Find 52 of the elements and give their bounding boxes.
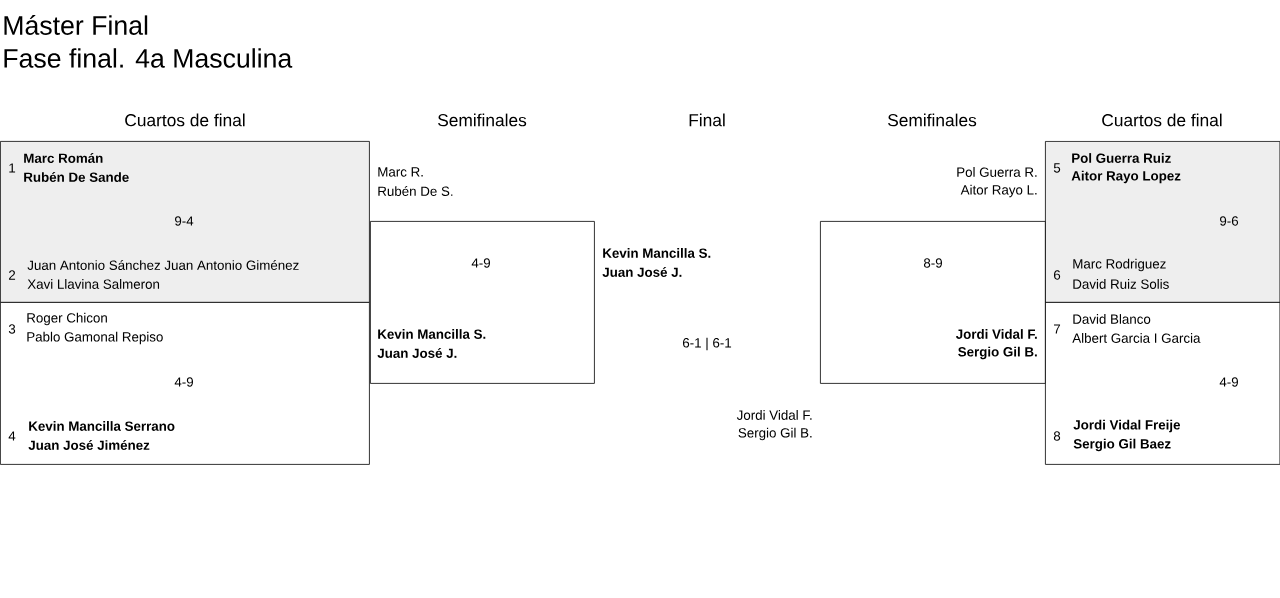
- seed-number: 1: [9, 163, 16, 173]
- player-name: Albert Garcia I Garcia: [1072, 333, 1201, 343]
- player-name: David Ruiz Solis: [1073, 279, 1169, 289]
- seed-number: 4: [8, 431, 16, 441]
- match-box: [820, 167, 1046, 384]
- player-name: Juan José Jiménez: [28, 440, 150, 450]
- player-name: Xavi Llavina Salmeron: [27, 279, 160, 289]
- match-score: 9-4: [175, 216, 194, 226]
- player-name: Marc R.: [378, 167, 423, 177]
- player-name: Roger Chicon: [27, 312, 107, 326]
- player-name: Sergio Gil B.: [958, 346, 1037, 360]
- player-name: Aitor Rayo Lopez: [1071, 170, 1181, 184]
- match-score: 6-1 | 6-1: [682, 337, 732, 351]
- match-box: [1045, 141, 1280, 303]
- seed-number: 8: [1053, 431, 1061, 441]
- player-name: Kevin Mancilla S.: [378, 329, 486, 339]
- round-heading: Semifinales: [888, 113, 977, 127]
- match-score: 4-9: [174, 377, 194, 387]
- title: Máster Final: [4, 15, 148, 35]
- match-box: [0, 302, 370, 465]
- round-heading: Final: [689, 113, 725, 127]
- match-score: 8-9: [923, 258, 942, 268]
- player-name: Marc Rodriguez: [1073, 258, 1166, 272]
- player-name: Jordi Vidal Freije: [1073, 419, 1180, 433]
- match-score: 4-9: [1219, 377, 1238, 387]
- player-name: Rubén De Sande: [24, 172, 129, 182]
- player-name: David Blanco: [1073, 314, 1151, 324]
- player-name: Rubén De S.: [378, 186, 453, 196]
- match-score: 9-6: [1220, 216, 1239, 226]
- seed-number: 3: [8, 324, 16, 334]
- match-box: [0, 141, 370, 303]
- player-name: Sergio Gil B.: [738, 427, 812, 441]
- player-name: Marc Román: [24, 153, 103, 163]
- match-box: [370, 167, 595, 384]
- player-name: Aitor Rayo L.: [960, 184, 1037, 198]
- seed-number: 2: [8, 270, 16, 280]
- seed-number: 5: [1053, 163, 1061, 173]
- player-name: Jordi Vidal F.: [736, 410, 812, 420]
- player-name: Sergio Gil Baez: [1073, 438, 1171, 452]
- match-box: [1045, 302, 1280, 465]
- seed-number: 6: [1053, 270, 1061, 280]
- title: Fase final. 4a Masculina: [4, 48, 293, 68]
- player-name: Pol Guerra R.: [957, 167, 1037, 177]
- player-name: Kevin Mancilla Serrano: [29, 421, 175, 431]
- match-score: 4-9: [471, 258, 490, 268]
- player-name: Juan Antonio Sánchez Juan Antonio Giménez: [27, 260, 299, 270]
- player-name: Pol Guerra Ruiz: [1072, 153, 1171, 163]
- player-name: Jordi Vidal F.: [955, 329, 1037, 339]
- player-name: Juan José J.: [377, 348, 457, 358]
- seed-number: 7: [1054, 324, 1061, 334]
- player-name: Pablo Gamonal Repiso: [27, 331, 163, 345]
- round-heading: Semifinales: [438, 113, 527, 127]
